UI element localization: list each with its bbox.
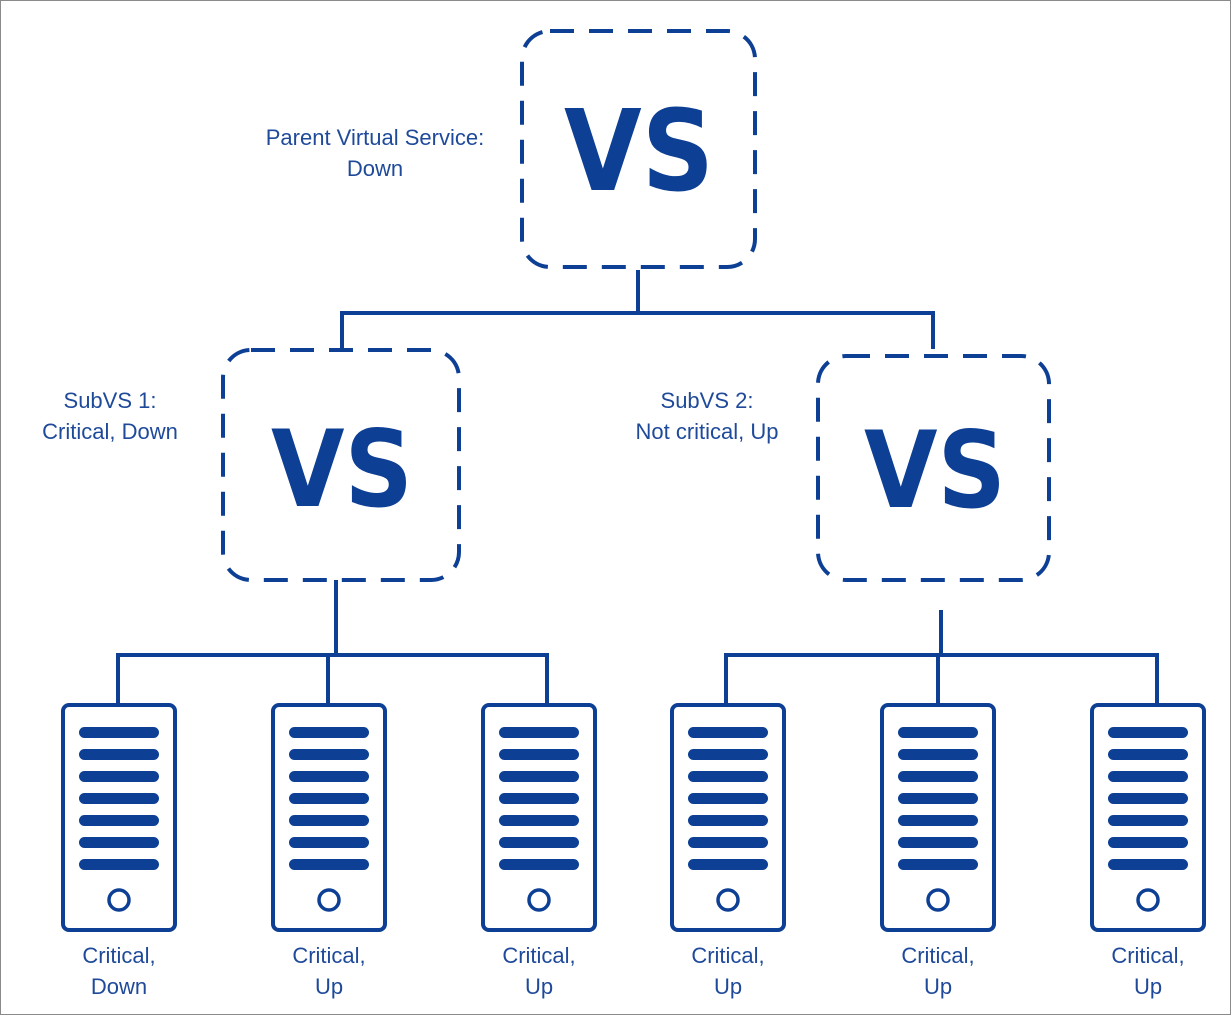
server-drive-bar xyxy=(898,815,978,826)
server-caption-line1: Critical, xyxy=(502,943,576,968)
server-drive-bar xyxy=(1108,815,1188,826)
subvs2-dashed-box xyxy=(816,354,1051,582)
server-caption-line2: Down xyxy=(90,974,148,999)
subvs2-vs-label: VS xyxy=(864,409,1006,532)
server-caption-line1: Critical, xyxy=(1111,943,1185,968)
server-drive-bar xyxy=(1108,837,1188,848)
parent-vs-dashed-box xyxy=(520,29,757,269)
server-power-indicator xyxy=(317,888,341,912)
server-drive-bar xyxy=(499,727,579,738)
server-drive-bar xyxy=(79,793,159,804)
server-drive-bar xyxy=(898,771,978,782)
subvs2-node: VS xyxy=(816,354,1051,582)
subvs2-to-servers-connector xyxy=(724,610,1159,705)
server-drive-bar xyxy=(499,815,579,826)
server-drive-bar xyxy=(1108,859,1188,870)
parent-vs-caption-line2: Down xyxy=(346,156,404,181)
server-power-indicator xyxy=(107,888,131,912)
server-caption-line2: Up xyxy=(314,974,344,999)
server-drive-bar xyxy=(898,837,978,848)
server-drive-bar xyxy=(289,837,369,848)
parent-vs-label: VS xyxy=(564,87,714,217)
server-icon xyxy=(271,703,387,932)
server-caption-line2: Up xyxy=(923,974,953,999)
parent-to-subvs-connector xyxy=(340,270,935,349)
subvs1-caption-line2: Critical, Down xyxy=(42,419,178,444)
server-drive-bar xyxy=(79,815,159,826)
server-caption: Critical, Down xyxy=(49,940,189,1002)
subvs1-caption: SubVS 1: Critical, Down xyxy=(20,385,200,447)
server-drive-bar xyxy=(79,859,159,870)
server-power-indicator xyxy=(926,888,950,912)
server-drive-bar xyxy=(499,749,579,760)
server-drive-bar xyxy=(1108,771,1188,782)
server-caption-line1: Critical, xyxy=(292,943,366,968)
server-icon xyxy=(481,703,597,932)
parent-vs-node: VS xyxy=(520,29,757,269)
connector-lines xyxy=(116,270,1159,705)
server-icon xyxy=(670,703,786,932)
server-power-indicator xyxy=(1136,888,1160,912)
server-caption: Critical, Up xyxy=(868,940,1008,1002)
server-drive-bar xyxy=(289,749,369,760)
server-caption: Critical, Up xyxy=(259,940,399,1002)
server-drive-bar xyxy=(289,815,369,826)
subvs1-vs-label: VS xyxy=(271,408,413,531)
subvs2-caption: SubVS 2: Not critical, Up xyxy=(613,385,801,447)
subvs1-to-servers-connector xyxy=(116,580,549,705)
server-drive-bar xyxy=(289,727,369,738)
server-drive-bar xyxy=(499,837,579,848)
server-drive-bar xyxy=(79,749,159,760)
subvs1-caption-line1: SubVS 1: xyxy=(63,388,157,413)
subvs1-node: VS xyxy=(221,348,461,582)
server-drive-bar xyxy=(688,727,768,738)
server-drive-bar xyxy=(289,859,369,870)
server-drive-bar xyxy=(79,771,159,782)
server-caption: Critical, Up xyxy=(1078,940,1218,1002)
parent-vs-caption-line1: Parent Virtual Service: xyxy=(265,125,485,150)
server-drive-bar xyxy=(688,749,768,760)
server-icon xyxy=(61,703,177,932)
server-icon xyxy=(1090,703,1206,932)
server-icon xyxy=(880,703,996,932)
servers-layer xyxy=(61,703,1206,932)
server-drive-bar xyxy=(499,859,579,870)
server-caption: Critical, Up xyxy=(658,940,798,1002)
server-drive-bar xyxy=(289,793,369,804)
server-drive-bar xyxy=(499,771,579,782)
subvs2-caption-line1: SubVS 2: xyxy=(660,388,754,413)
subvs1-dashed-box xyxy=(221,348,461,582)
subvs2-caption-line2: Not critical, Up xyxy=(635,419,779,444)
server-caption-line1: Critical, xyxy=(901,943,975,968)
server-drive-bar xyxy=(898,859,978,870)
server-drive-bar xyxy=(79,837,159,848)
server-caption-line2: Up xyxy=(524,974,554,999)
server-caption-line1: Critical, xyxy=(82,943,156,968)
server-drive-bar xyxy=(688,837,768,848)
server-power-indicator xyxy=(716,888,740,912)
server-drive-bar xyxy=(688,771,768,782)
server-drive-bar xyxy=(1108,749,1188,760)
server-drive-bar xyxy=(499,793,579,804)
server-drive-bar xyxy=(898,749,978,760)
server-power-indicator xyxy=(527,888,551,912)
server-drive-bar xyxy=(289,771,369,782)
server-caption-line2: Up xyxy=(1133,974,1163,999)
server-drive-bar xyxy=(898,727,978,738)
parent-vs-caption: Parent Virtual Service: Down xyxy=(230,122,520,184)
server-drive-bar xyxy=(1108,727,1188,738)
server-drive-bar xyxy=(688,815,768,826)
server-drive-bar xyxy=(1108,793,1188,804)
server-caption: Critical, Up xyxy=(469,940,609,1002)
server-drive-bar xyxy=(898,793,978,804)
server-caption-line2: Up xyxy=(713,974,743,999)
server-drive-bar xyxy=(688,859,768,870)
server-drive-bar xyxy=(79,727,159,738)
server-caption-line1: Critical, xyxy=(691,943,765,968)
server-drive-bar xyxy=(688,793,768,804)
